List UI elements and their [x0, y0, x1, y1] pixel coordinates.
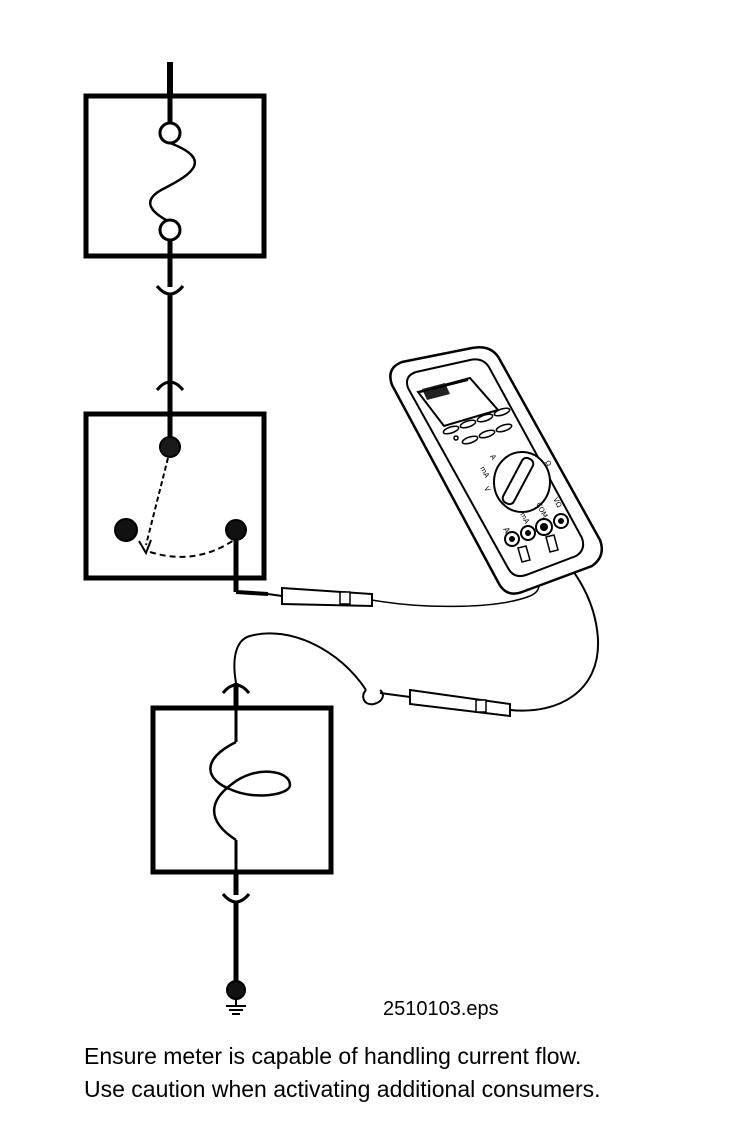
switch-box [83, 411, 267, 592]
switch-common-contact [159, 436, 181, 458]
jack-ma: mA [518, 511, 536, 541]
wire-fuse-to-switch [155, 256, 185, 414]
fuse-box [83, 93, 267, 259]
lamp-filament [209, 740, 292, 842]
fuse-terminal-bottom [158, 218, 182, 242]
fuse-terminal-top [158, 121, 182, 145]
switch-lever [145, 457, 169, 546]
connector-icon [221, 893, 251, 904]
multimeter: mA A V Ω A mA COM [389, 346, 603, 595]
ground-terminal [226, 980, 246, 1000]
caption-line-1: Ensure meter is capable of handling curr… [84, 1043, 582, 1069]
meter-buttons [442, 407, 513, 445]
switch-contact-left [114, 518, 138, 542]
ground-icon [226, 999, 246, 1015]
figure-file-label: 2510103.eps [383, 998, 499, 1020]
wire-lamp-to-ground [221, 872, 251, 1015]
jack-label-a: A [501, 526, 512, 536]
svg-text:V: V [482, 485, 491, 493]
probe-tip [267, 593, 283, 597]
connector-icon [221, 683, 251, 694]
jack-v-ohm: VΩ [551, 496, 569, 529]
caption-line-2: Use caution when activating additional c… [84, 1076, 601, 1102]
probe-hook [362, 689, 384, 706]
arrow-head-icon [138, 539, 152, 556]
probe-body [281, 586, 373, 608]
fuse-element [148, 141, 196, 224]
connector-icon [155, 285, 185, 296]
switch-contact-right [225, 519, 247, 541]
svg-text:A: A [488, 453, 497, 461]
jack-a: A [501, 526, 520, 547]
probe-body [409, 688, 511, 718]
svg-text:Ω: Ω [543, 459, 553, 468]
lamp-box [150, 683, 334, 875]
rotary-selector-dial [493, 451, 551, 513]
lamp-input-wire [233, 632, 367, 691]
lead-plugs [517, 534, 559, 563]
switch-travel-arc [149, 539, 235, 558]
